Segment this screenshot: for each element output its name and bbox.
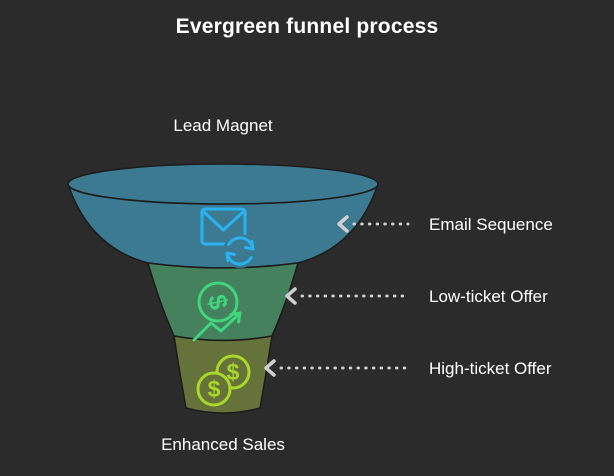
stage-label-email-sequence: Email Sequence [429,215,553,234]
left-chevron-icon [285,287,297,305]
funnel-input-label: Lead Magnet [173,116,273,135]
dollar-coins-icon: $ $ [196,354,251,407]
funnel-output-label: Enhanced Sales [161,435,285,454]
stage-label-low-ticket-offer: Low-ticket Offer [429,287,548,306]
svg-text:$: $ [227,359,240,385]
svg-text:$: $ [208,376,221,402]
connector-high-ticket [264,359,410,377]
connector-email-sequence [337,215,410,233]
stage-label-high-ticket-offer: High-ticket Offer [429,359,552,378]
left-chevron-icon [264,359,276,377]
funnel-stage-shape-low-ticket [146,262,300,342]
funnel-mouth-ellipse [67,163,379,205]
connectors [264,215,410,377]
email-sync-icon [200,207,257,268]
diagram-title: Evergreen funnel process [175,15,439,38]
left-chevron-icon [337,215,349,233]
connector-low-ticket [285,287,410,305]
svg-text:$: $ [202,292,234,313]
dollar-growth-icon: $ [192,281,242,342]
